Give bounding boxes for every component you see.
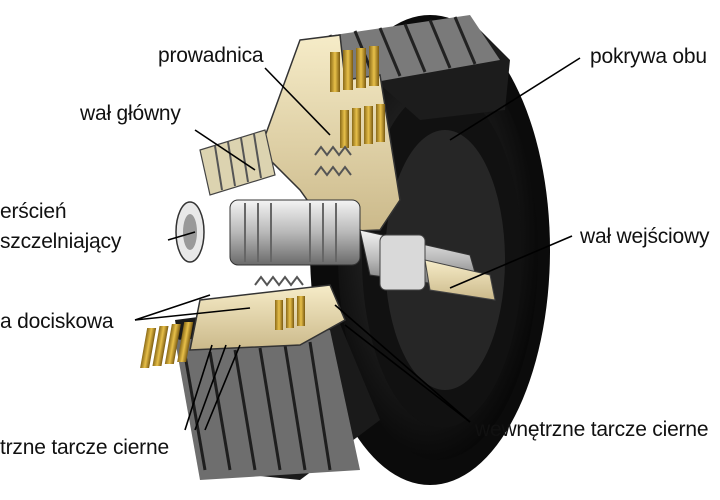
seal-ring	[175, 201, 205, 263]
label-pierscien-line1: erścień	[0, 200, 67, 223]
label-pokrywa: pokrywa obu	[590, 45, 707, 68]
return-springs	[254, 145, 352, 287]
friction-plates-bottom	[140, 296, 305, 368]
main-shaft	[199, 129, 276, 196]
housing-bottom	[175, 330, 360, 480]
label-wewnetrzne: wewnętrzne tarcze cierne	[475, 418, 709, 441]
label-wal-glowny: wał główny	[80, 102, 181, 125]
label-prowadnica: prowadnica	[158, 44, 264, 67]
label-pierscien-line2: szczelniający	[0, 230, 122, 253]
input-shaft	[359, 229, 496, 301]
inner-hub	[229, 199, 361, 266]
label-dociskowa: a dociskowa	[0, 310, 114, 333]
label-wal-wejsciowy: wał wejściowy	[580, 225, 710, 248]
leader-lines	[134, 57, 581, 431]
friction-plates-top	[330, 46, 385, 148]
label-zewnetrzne: trzne tarcze cierne	[0, 436, 169, 459]
